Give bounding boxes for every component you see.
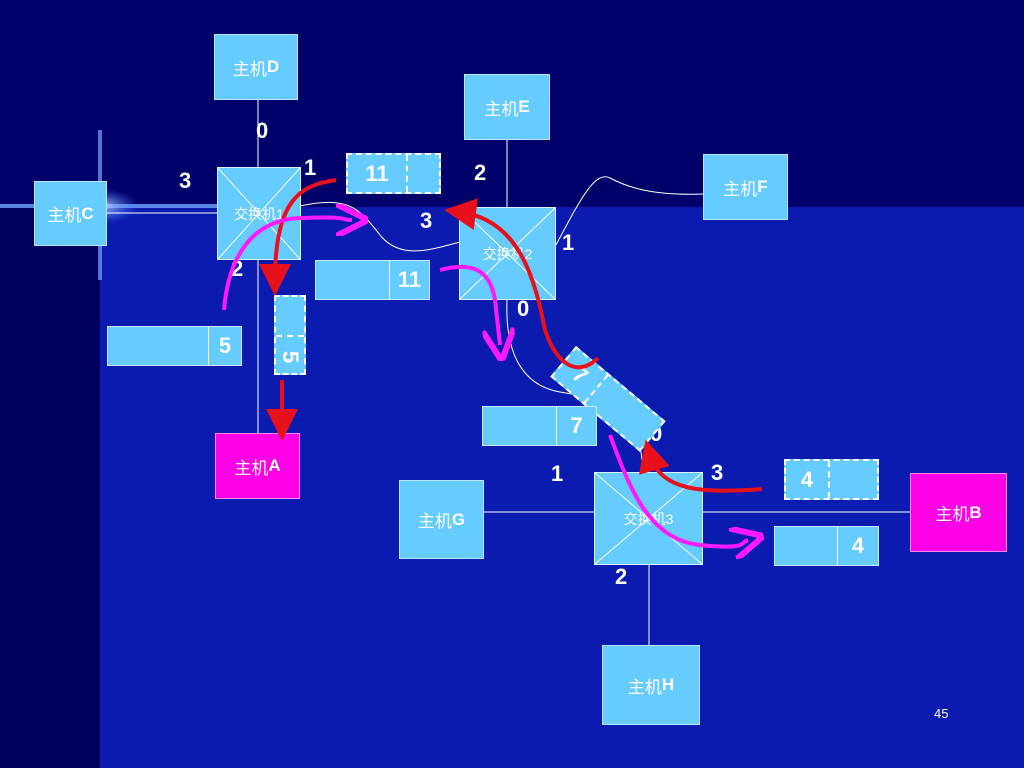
s2-port-0: 0 xyxy=(517,296,530,321)
host-F-name: F xyxy=(757,177,768,196)
host-H-prefix: 主机 xyxy=(627,677,662,697)
magenta-arrow-s3 xyxy=(608,434,748,547)
s3-port-2: 2 xyxy=(615,564,628,589)
red-arrow-s1 xyxy=(259,178,337,296)
table-entry-s2-value: 11 xyxy=(397,267,422,292)
table-entry-s1: 5 xyxy=(107,326,242,366)
frame-s3-in-value: 4 xyxy=(800,466,814,492)
host-E-prefix: 主机 xyxy=(484,99,519,119)
entry-divider xyxy=(556,407,557,445)
entry-divider xyxy=(837,527,838,565)
frame-s3-in: 4 xyxy=(784,459,879,500)
host-B-prefix: 主机 xyxy=(935,505,970,524)
entry-divider xyxy=(389,261,390,299)
host-E-name: E xyxy=(518,97,530,116)
frame-s1-in-value: 11 xyxy=(365,160,389,186)
host-C-name: C xyxy=(81,203,94,223)
s3-port-1: 1 xyxy=(551,461,564,486)
red-arrow-s2-descent xyxy=(444,198,600,370)
s2-port-1: 1 xyxy=(562,230,575,255)
host-G-name: G xyxy=(451,509,466,529)
frame-divider xyxy=(276,335,304,337)
host-F-prefix: 主机 xyxy=(723,179,758,199)
table-entry-s2: 11 xyxy=(315,260,430,300)
table-entry-s1-value: 5 xyxy=(218,333,232,358)
link-s1-s2 xyxy=(299,201,461,252)
host-G-prefix: 主机 xyxy=(417,512,452,531)
frame-divider xyxy=(828,461,830,498)
red-arrow-B-to-s3 xyxy=(639,439,763,493)
switch-1-label: 交换机1 xyxy=(234,205,284,222)
entry-divider xyxy=(208,327,209,365)
switch-3-label: 交换机3 xyxy=(623,510,674,527)
switch-1-cross-icon xyxy=(218,168,300,259)
s1-port-3: 3 xyxy=(179,168,192,193)
host-H-name: H xyxy=(661,675,675,694)
s2-port-3: 3 xyxy=(420,208,433,233)
host-A-prefix: 主机 xyxy=(234,458,269,478)
page-number: 45 xyxy=(934,706,949,721)
table-entry-s3-value: 7 xyxy=(570,413,583,438)
s1-port-0: 0 xyxy=(256,118,269,143)
host-D-prefix: 主机 xyxy=(232,59,267,79)
table-entry-s3: 7 xyxy=(482,406,597,446)
s2-port-2: 2 xyxy=(474,160,487,185)
host-D-name: D xyxy=(266,57,280,76)
s3-port-3: 3 xyxy=(711,460,724,485)
s1-port-1: 1 xyxy=(304,155,317,180)
table-entry-s3-out: 4 xyxy=(774,526,879,566)
host-B-name: B xyxy=(969,502,982,522)
table-entry-s3-out-value: 4 xyxy=(851,533,865,558)
link-s2-F xyxy=(555,176,704,246)
host-A-name: A xyxy=(268,456,281,475)
background-left-band xyxy=(0,207,100,768)
frame-s1-in: 11 xyxy=(346,153,441,194)
frame-divider xyxy=(406,155,408,192)
frame-s1-out: 5 xyxy=(274,295,306,375)
magenta-arrow-s2 xyxy=(439,264,500,345)
host-C-prefix: 主机 xyxy=(47,206,82,225)
magenta-arrow-s1 xyxy=(222,217,352,311)
